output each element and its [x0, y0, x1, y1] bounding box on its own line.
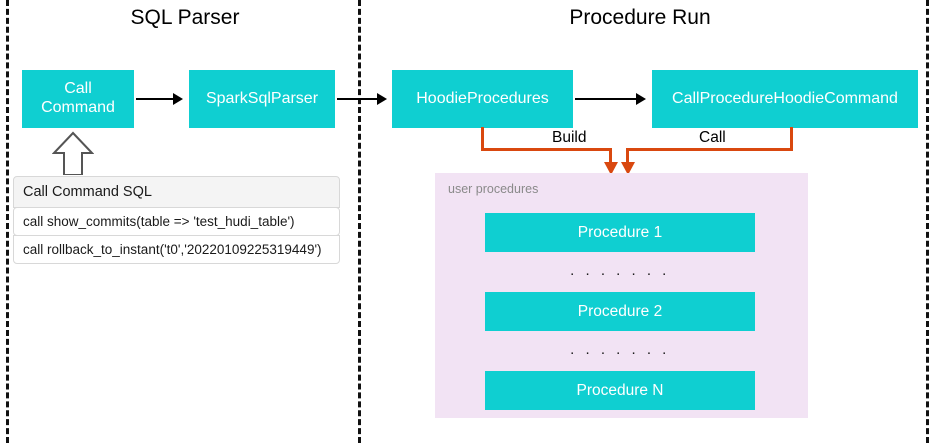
- node-call-procedure-hoodie-command[interactable]: CallProcedureHoodieCommand: [652, 70, 918, 128]
- arrowhead-icon: [377, 93, 387, 105]
- call-connector-vertical: [790, 127, 793, 151]
- user-procedures-panel-label: user procedures: [448, 182, 539, 196]
- procedure-box[interactable]: Procedure N: [485, 371, 755, 410]
- arrowhead-icon: [173, 93, 183, 105]
- sql-table-header: Call Command SQL: [13, 176, 340, 208]
- call-command-sql-table: Call Command SQL call show_commits(table…: [13, 176, 340, 264]
- flow-arrow-sparksqlparser-to-hoodieprocedures: [337, 98, 378, 100]
- user-procedures-panel: user procedures Procedure 1 . . . . . . …: [435, 173, 808, 418]
- build-connector-vertical: [481, 127, 484, 151]
- block-arrow-up-icon: [52, 131, 94, 175]
- flow-arrow-call-command-to-sparksqlparser: [136, 98, 174, 100]
- procedure-box[interactable]: Procedure 1: [485, 213, 755, 252]
- node-spark-sql-parser[interactable]: SparkSqlParser: [189, 70, 335, 128]
- build-arrowhead-icon: [604, 162, 618, 175]
- node-call-command[interactable]: Call Command: [22, 70, 134, 128]
- dashed-divider-right: [926, 0, 929, 443]
- call-arrowhead-icon: [621, 162, 635, 175]
- sql-table-row: call rollback_to_instant('t0','202201092…: [13, 235, 340, 264]
- build-connector-horizontal: [481, 148, 612, 151]
- arrowhead-icon: [636, 93, 646, 105]
- node-call-command-line1: Call: [64, 80, 92, 98]
- section-title-procedure-run: Procedure Run: [569, 6, 711, 29]
- sql-table-row: call show_commits(table => 'test_hudi_ta…: [13, 207, 340, 236]
- dashed-divider-left: [6, 0, 9, 443]
- procedure-separator-dots: . . . . . . .: [570, 262, 670, 279]
- node-call-command-line2: Command: [41, 99, 115, 116]
- procedure-separator-dots: . . . . . . .: [570, 341, 670, 358]
- node-hoodie-procedures[interactable]: HoodieProcedures: [392, 70, 573, 128]
- procedure-box[interactable]: Procedure 2: [485, 292, 755, 331]
- connector-label-build: Build: [548, 129, 591, 147]
- connector-label-call: Call: [695, 129, 730, 147]
- call-connector-drop: [626, 148, 629, 164]
- section-title-sql-parser: SQL Parser: [130, 6, 240, 29]
- dashed-divider-middle: [358, 0, 361, 443]
- flow-arrow-hoodieprocedures-to-callprocedurehoodiecommand: [575, 98, 637, 100]
- build-connector-drop: [609, 148, 612, 164]
- call-connector-horizontal: [626, 148, 793, 151]
